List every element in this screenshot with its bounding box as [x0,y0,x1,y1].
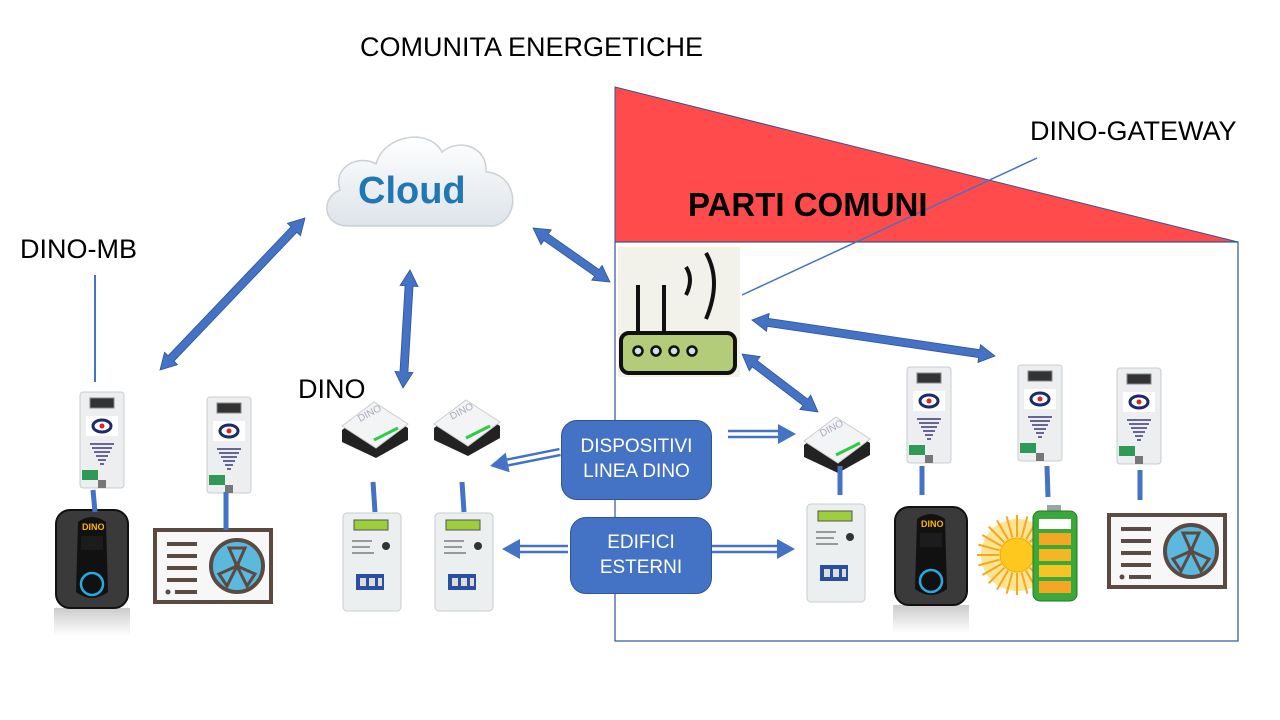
connector [1044,465,1051,498]
dino-gateway-label: DINO-GATEWAY [1030,116,1237,146]
arrow-edifici-to-meters [502,539,568,559]
dino-device: DINO [800,415,872,480]
arrow-edifici-to-common-meter [712,539,795,559]
dino-device: DINO [430,398,502,463]
svg-text:DINO: DINO [82,522,105,532]
ev-charger: DINO [893,505,969,638]
callout-line-1: EDIFICI [607,531,675,553]
gateway-router-icon [618,247,740,377]
page-title: COMUNITA ENERGETICHE [360,32,704,62]
arrow-callout-to-common-dino [728,424,796,444]
dino-mb-label: DINO-MB [20,234,137,264]
dino-device: DINO [338,400,410,465]
arrow-cloud-dino [394,269,419,389]
arrow-callout-to-dino [490,447,561,473]
dino-mb-module [78,390,126,495]
solar-battery-icon [973,505,1093,605]
arrow-gateway-dino [741,353,819,413]
arrow-gateway-modules [751,312,996,364]
dino-mb-module [1016,363,1064,468]
air-conditioner-icon [153,528,273,609]
battery-icon [1032,505,1078,602]
connector [370,481,378,513]
parti-comuni-label: PARTI COMUNI [688,186,928,223]
svg-text:DINO: DINO [921,519,944,529]
callout-line-2: LINEA DINO [583,461,690,482]
dino-mb-module [205,395,253,500]
smart-meter [806,503,866,608]
cloud-icon [326,136,514,227]
dino-mb-module [905,365,953,470]
dino-label: DINO [298,374,366,404]
cloud-label: Cloud [358,170,466,212]
callout-line-1: DISPOSITIVI [580,436,693,458]
connector [459,481,467,513]
arrow-cloud-dino-mb [159,217,306,371]
ev-charger: DINO [54,508,130,641]
callout-line-2: ESTERNI [599,556,683,578]
callout-dispositivi-linea-dino: DISPOSITIVI LINEA DINO [561,420,712,500]
callout-edifici-esterni: EDIFICI ESTERNI [570,517,712,594]
dino-mb-module [1115,366,1163,471]
gateway-leader-line [741,157,1038,296]
cloud-node: Cloud [318,128,524,236]
smart-meter [342,512,402,617]
smart-meter [434,512,494,617]
connector [90,489,98,513]
arrow-cloud-gateway [532,227,611,283]
air-conditioner-icon [1107,513,1227,594]
